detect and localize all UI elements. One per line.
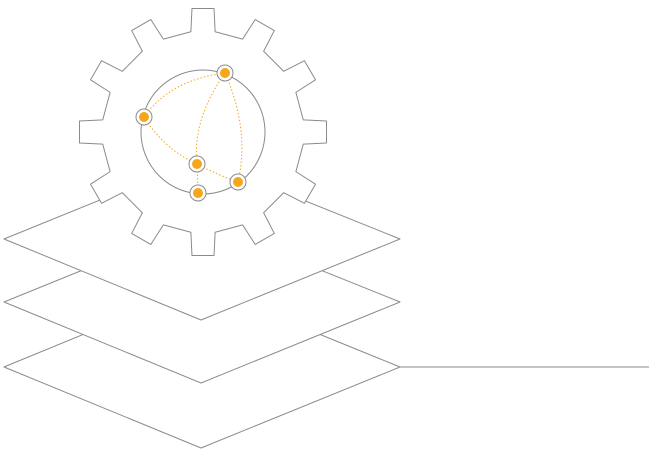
network-node — [216, 64, 234, 82]
network-node — [229, 173, 247, 191]
network-nodes — [135, 64, 247, 202]
network-node — [135, 108, 153, 126]
network-node — [188, 155, 206, 173]
node-dot — [233, 177, 243, 187]
network-link — [143, 72, 226, 118]
network-link — [195, 72, 226, 165]
node-dot — [192, 159, 202, 169]
node-dot — [139, 112, 149, 122]
network-globe — [140, 69, 266, 195]
node-dot — [220, 68, 230, 78]
network-node — [189, 184, 207, 202]
node-dot — [193, 188, 203, 198]
